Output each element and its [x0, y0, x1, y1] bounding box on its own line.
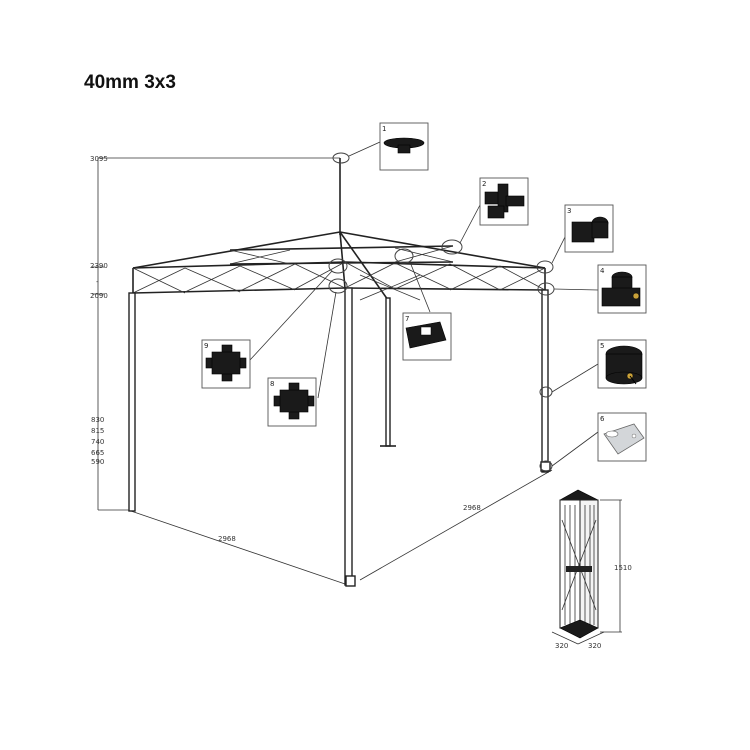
part-6-number: 6: [600, 415, 605, 423]
dim-leg-level-1: 830: [91, 416, 104, 424]
dim-leg-level-4: 665: [91, 449, 104, 457]
folded-frame: [551, 489, 622, 645]
cross-connector-icon: [205, 344, 247, 382]
leader-lines: [249, 141, 599, 467]
part-3-callout: 3: [564, 204, 614, 253]
leg-back: [385, 297, 391, 447]
part-7-callout: 7: [402, 312, 452, 361]
dim-leg-level-3: 740: [91, 438, 104, 446]
top-slider-icon: [571, 216, 609, 243]
foot-plate-icon: [603, 423, 645, 455]
part-2-number: 2: [482, 180, 486, 188]
dim-folded-width-1: 320: [555, 642, 568, 650]
leg-front-right: [541, 289, 549, 473]
corner-connector-icon: [484, 183, 525, 219]
center-plate-icon: [405, 321, 447, 349]
part-1-callout: 1: [379, 122, 429, 171]
dim-leg-level-2: 815: [91, 427, 104, 435]
diagram-title: 40mm 3x3: [84, 72, 176, 93]
part-9-callout: 9: [201, 339, 251, 389]
part-4-callout: 4: [597, 264, 647, 314]
part-8-callout: 8: [267, 377, 317, 427]
part-8-number: 8: [270, 380, 274, 388]
tent-legs: [128, 287, 551, 587]
part-7-number: 7: [405, 315, 409, 323]
part-3-number: 3: [567, 207, 571, 215]
part-9-number: 9: [204, 342, 208, 350]
dim-folded-width-2: 320: [588, 642, 601, 650]
height-dimension-lines: [92, 157, 340, 511]
part-4-number: 4: [600, 267, 605, 275]
top-cap-icon: [383, 137, 425, 154]
dim-height-mid-2: 2090: [90, 292, 108, 300]
dim-leg-level-5: 590: [91, 458, 104, 466]
dim-folded-height: 1510: [614, 564, 632, 572]
floor-dimension-lines: [127, 469, 553, 586]
slider-with-pin-icon: [601, 271, 641, 307]
dim-width-left: 2968: [218, 535, 236, 543]
leg-front-left: [128, 292, 136, 512]
part-5-number: 5: [600, 342, 604, 350]
leg-front-center: [344, 287, 353, 586]
cross-connector-icon: [273, 382, 315, 420]
dim-height-mid-1: 2390: [90, 262, 108, 270]
foot-front-center: [345, 575, 356, 587]
leg-clamp-icon: [605, 345, 643, 385]
dim-height-mid-sep: -: [96, 278, 99, 286]
dim-width-right: 2968: [463, 504, 481, 512]
part-6-callout: 6: [597, 412, 647, 462]
part-5-callout: 5: [597, 339, 647, 389]
part-2-callout: 2: [479, 177, 529, 226]
highlight-circles: [328, 152, 555, 472]
dim-height-top: 3095: [90, 155, 108, 163]
part-1-number: 1: [382, 125, 386, 133]
